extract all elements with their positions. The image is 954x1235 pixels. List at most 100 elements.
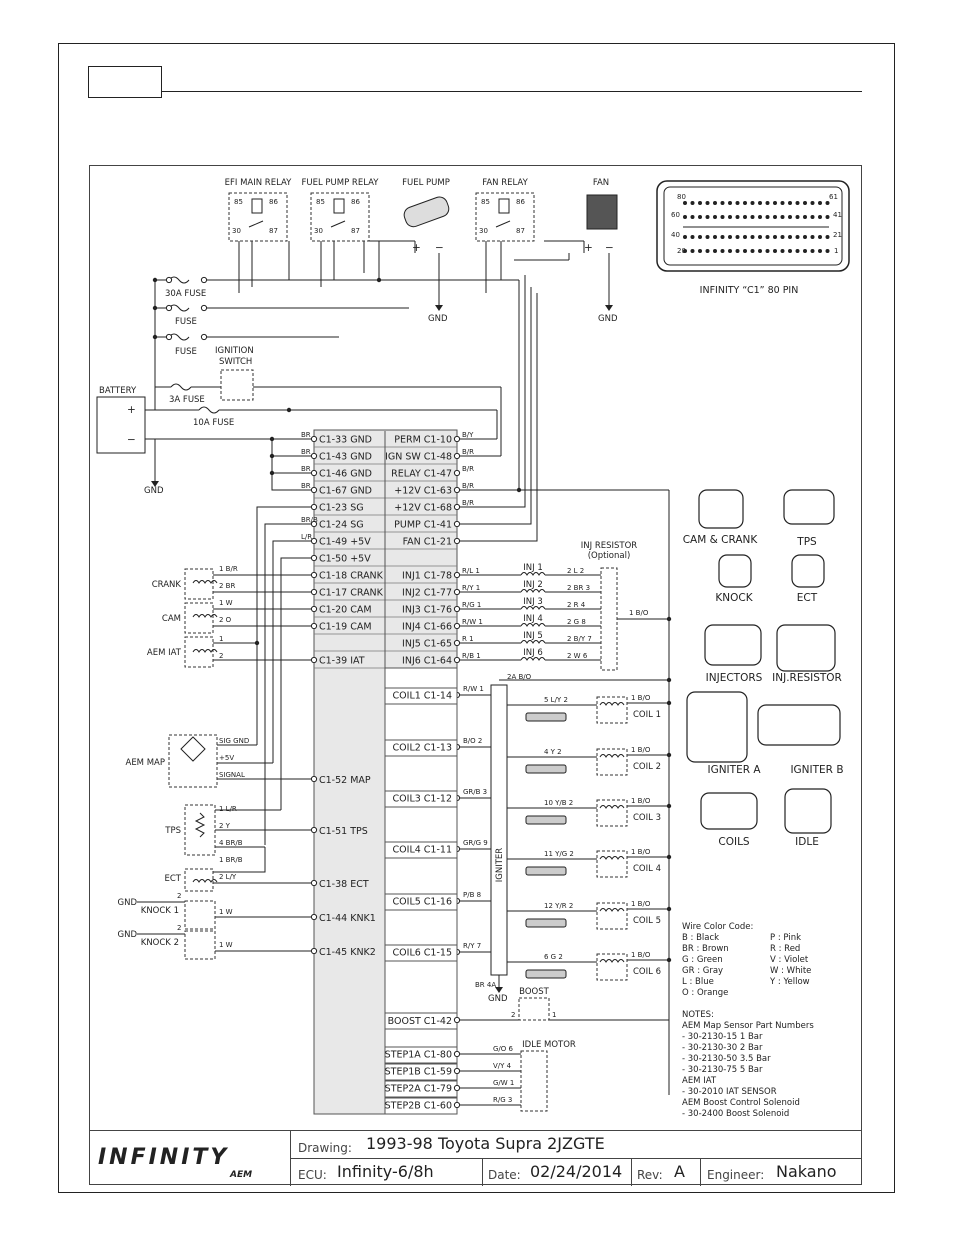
injector-coil — [520, 606, 546, 610]
coil-winding — [599, 908, 625, 912]
c1-pin — [735, 249, 740, 253]
coil-name: COIL 3 — [633, 813, 661, 823]
rev-label: Rev: — [637, 1168, 663, 1182]
wire-code: R/Y 1 — [462, 584, 480, 592]
wire-code: B/R — [462, 482, 474, 490]
cam-coil — [192, 614, 218, 618]
ecu-left-pin: C1-52 MAP — [319, 775, 371, 786]
pin-terminal — [453, 1050, 461, 1058]
pin-terminal — [310, 879, 318, 887]
wire-code-entry: Y : Yellow — [769, 977, 810, 987]
wire-12v — [457, 280, 520, 491]
c1-pin — [690, 249, 695, 253]
wire-code: R/G 3 — [493, 1096, 512, 1104]
wire-code: 11 Y/G 2 — [544, 850, 574, 858]
pin-terminal — [453, 605, 461, 613]
knock2-sensor — [184, 930, 216, 960]
c1-pin — [750, 235, 755, 239]
step-pin: STEP1A C1-80 — [385, 1050, 452, 1061]
ecu-left-pin: C1-18 CRANK — [319, 571, 384, 582]
ecu-right-pin: IGN SW C1-48 — [385, 452, 452, 463]
wire-fan — [457, 293, 538, 542]
connector-icon — [783, 489, 835, 525]
c1-pin — [795, 235, 800, 239]
pin-terminal — [200, 333, 208, 341]
ecu-left-pin: C1-49 +5V — [319, 537, 371, 548]
knock2-label: KNOCK 2 — [141, 938, 179, 948]
relay-pin: 86 — [269, 198, 278, 206]
relay-title: FAN RELAY — [482, 178, 528, 188]
wire-code: B/R — [462, 465, 474, 473]
wire-code: BR/B — [301, 516, 318, 524]
c1-pin — [810, 249, 815, 253]
pin-terminal — [310, 537, 318, 545]
pin-num: 40 — [671, 231, 680, 239]
c1-pin — [743, 235, 747, 239]
pin-terminal — [200, 276, 208, 284]
coil-winding — [599, 702, 625, 706]
injector-name: INJ 3 — [523, 597, 542, 607]
wire-code: SIG GND — [219, 737, 249, 745]
c1-pin — [780, 201, 785, 205]
relay-pin: 86 — [351, 198, 360, 206]
c1-pin — [690, 201, 695, 205]
c1-pin — [780, 249, 785, 253]
pump-minus: − — [435, 242, 444, 254]
note-line: - 30-2130-75 5 Bar — [682, 1065, 763, 1075]
ecu-right-pin: PERM C1-10 — [394, 435, 452, 446]
wire-code: BR — [301, 465, 311, 473]
igniter — [490, 684, 508, 976]
ecu-label: ECU: — [298, 1168, 327, 1182]
injector-name: INJ 5 — [523, 631, 542, 641]
wire-code: 1 W — [219, 941, 233, 949]
wire-code: GR/G 9 — [463, 839, 488, 847]
c1-pin — [825, 215, 830, 219]
wire-code: L/R — [301, 533, 312, 541]
fuse — [168, 304, 190, 312]
sg-wire2 — [264, 523, 314, 845]
tps-sensor — [184, 804, 216, 856]
battery-pos — [144, 279, 169, 411]
note-line: NOTES: — [682, 1010, 714, 1020]
ground-rail — [271, 438, 314, 491]
c1-pin — [720, 235, 725, 239]
c1-pin — [683, 249, 687, 253]
coil-pin-box — [384, 687, 458, 705]
wire-pump — [457, 287, 532, 525]
c1-pin — [683, 215, 687, 219]
wire-code: R/Y 7 — [463, 942, 481, 950]
logo: INFINITY — [98, 1145, 230, 1170]
gnd-label: GND — [118, 930, 138, 940]
ect-label: ECT — [165, 874, 182, 884]
wire-12v — [457, 275, 526, 508]
c1-connector-inner — [663, 186, 843, 266]
pin-num: 21 — [833, 231, 842, 239]
c1-pin — [750, 215, 755, 219]
crank-coil — [192, 580, 218, 584]
relay-pin: 30 — [232, 227, 241, 235]
c1-pin — [750, 201, 755, 205]
c1-pin — [825, 249, 830, 253]
ecu-left-pin: C1-45 KNK2 — [319, 947, 376, 958]
ignition-coil — [596, 696, 628, 724]
wire-code-entry: BR : Brown — [682, 944, 729, 954]
relay-pin: 85 — [481, 198, 490, 206]
gnd-arrow — [435, 305, 443, 311]
junction-dot — [152, 277, 158, 283]
c1-pin — [803, 201, 807, 205]
wire-code: G/W 1 — [493, 1079, 514, 1087]
spark-plug — [525, 866, 567, 876]
pin-num: 1 — [834, 247, 838, 255]
fuel-pump-title: FUEL PUMP — [402, 178, 450, 188]
pin-terminal — [310, 452, 318, 460]
ecu-left-pin: C1-43 GND — [319, 452, 372, 463]
coil-winding — [599, 754, 625, 758]
ecu-left-pin: C1-46 GND — [319, 469, 372, 480]
pin-terminal — [453, 571, 461, 579]
wire-code: GR/B 3 — [463, 788, 487, 796]
engineer-value: Nakano — [776, 1162, 837, 1181]
fuse — [198, 406, 220, 414]
wire-code: B/R — [462, 448, 474, 456]
wire-code-entry: B : Black — [682, 933, 719, 943]
